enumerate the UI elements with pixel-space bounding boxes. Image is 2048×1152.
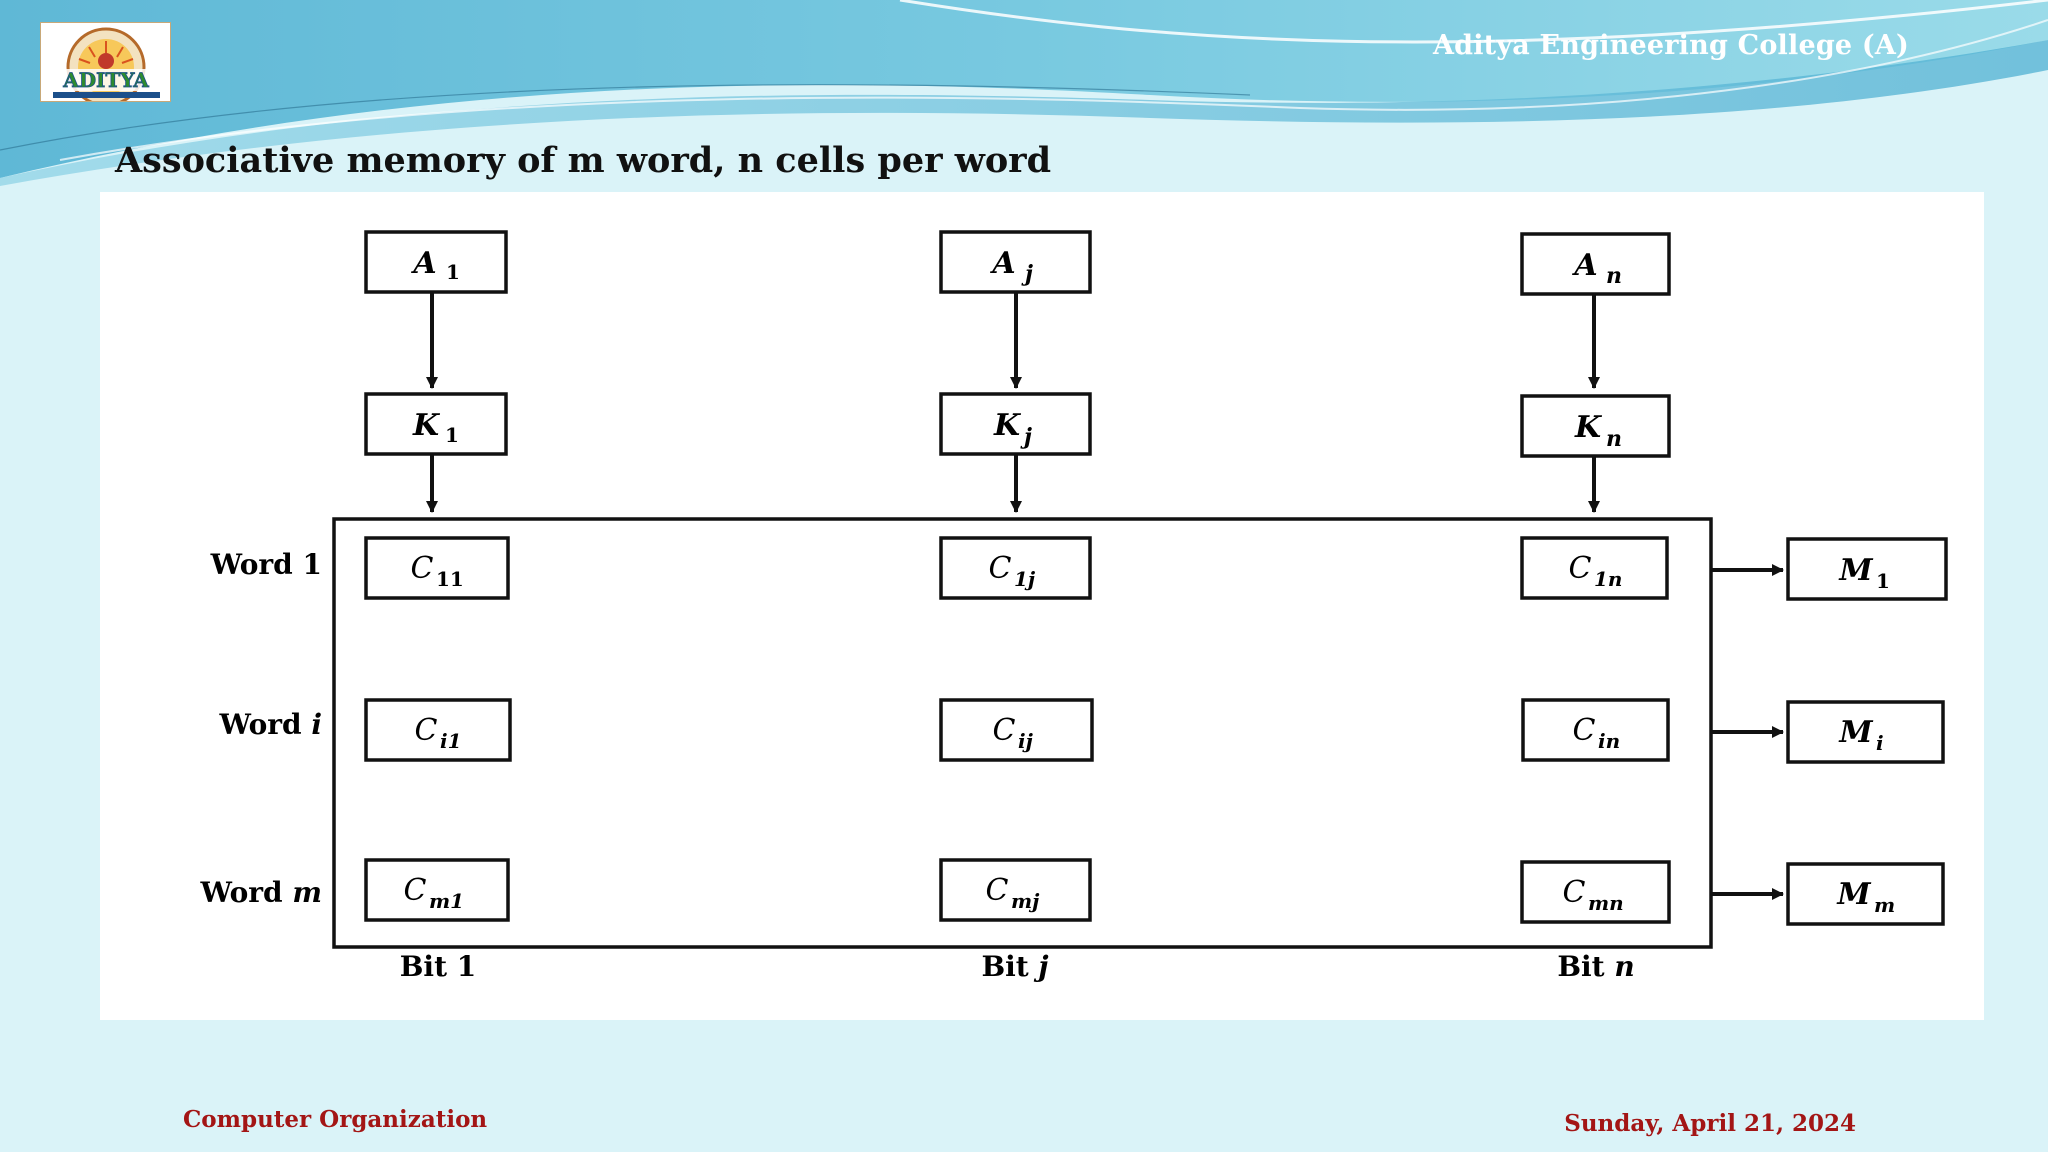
bit-label: Bit 1 [400,950,476,983]
memory-cell: C i1 [364,698,512,762]
cell-letter: C [989,551,1012,586]
register-letter: A [410,246,436,281]
memory-cell: C 1j [939,536,1092,600]
memory-cell: C ij [939,698,1094,762]
register-letter: M [1838,553,1873,588]
slide-title: Associative memory of m word, n cells pe… [115,140,1052,181]
register-letter: M [1836,877,1871,912]
key-register: K 1 [364,392,508,456]
logo-lettering: ADITYA [62,68,149,92]
memory-cell: C 11 [364,536,510,600]
bit-label: Bit n [1557,950,1634,983]
header-wave-banner [0,0,2048,186]
argument-register: A j [939,230,1092,294]
cell-letter: C [415,713,438,748]
cell-subscript: 11 [436,567,464,591]
memory-cell: C m1 [364,858,510,922]
key-register: K j [939,392,1092,456]
match-register: M i [1786,700,1945,764]
register-letter: K [1574,410,1603,445]
register-letter: A [1571,248,1597,283]
cell-letter: C [1573,713,1596,748]
cell-letter: C [1563,875,1586,910]
footer-course-name: Computer Organization [183,1106,488,1133]
word-label: Word i [218,708,322,741]
cell-letter: C [993,713,1016,748]
register-letter: K [993,408,1022,443]
register-subscript: n [1606,426,1622,452]
memory-cell: C mj [939,858,1092,922]
register-letter: A [989,246,1015,281]
college-logo: ADITYA [40,22,171,102]
cell-subscript: 1n [1594,567,1622,591]
associative-memory-diagram: A 1 A j A n K 1 K j K [100,192,1984,1020]
register-subscript: m [1874,893,1895,917]
memory-cell: C mn [1520,860,1671,924]
cell-subscript: i1 [440,729,462,753]
bit-label: Bit j [981,950,1048,983]
register-subscript: 1 [1876,569,1890,593]
match-register: M 1 [1786,537,1948,601]
register-subscript: 1 [445,423,459,447]
cell-subscript: ij [1018,729,1034,753]
register-letter: M [1838,715,1873,750]
register-subscript: 1 [446,260,460,284]
argument-register: A 1 [364,230,508,294]
word-label: Word m [199,876,322,909]
memory-cell: C in [1521,698,1670,762]
college-name: Aditya Engineering College (A) [1432,30,1909,61]
argument-register: A n [1520,232,1671,296]
cell-subscript: m1 [429,889,464,913]
cell-subscript: mn [1588,891,1624,915]
register-letter: K [412,408,441,443]
cell-subscript: in [1598,729,1620,753]
word-label: Word 1 [210,548,322,581]
cell-subscript: 1j [1014,567,1036,591]
cell-letter: C [986,873,1009,908]
key-register: K n [1520,394,1671,458]
cell-letter: C [404,873,427,908]
footer-date: Sunday, April 21, 2024 [1564,1110,1856,1137]
register-subscript: i [1876,731,1884,755]
cell-subscript: mj [1011,889,1040,913]
register-subscript: n [1606,263,1622,289]
match-register: M m [1786,862,1945,926]
cell-letter: C [411,551,434,586]
memory-cell: C 1n [1520,536,1669,600]
cell-letter: C [1569,551,1592,586]
